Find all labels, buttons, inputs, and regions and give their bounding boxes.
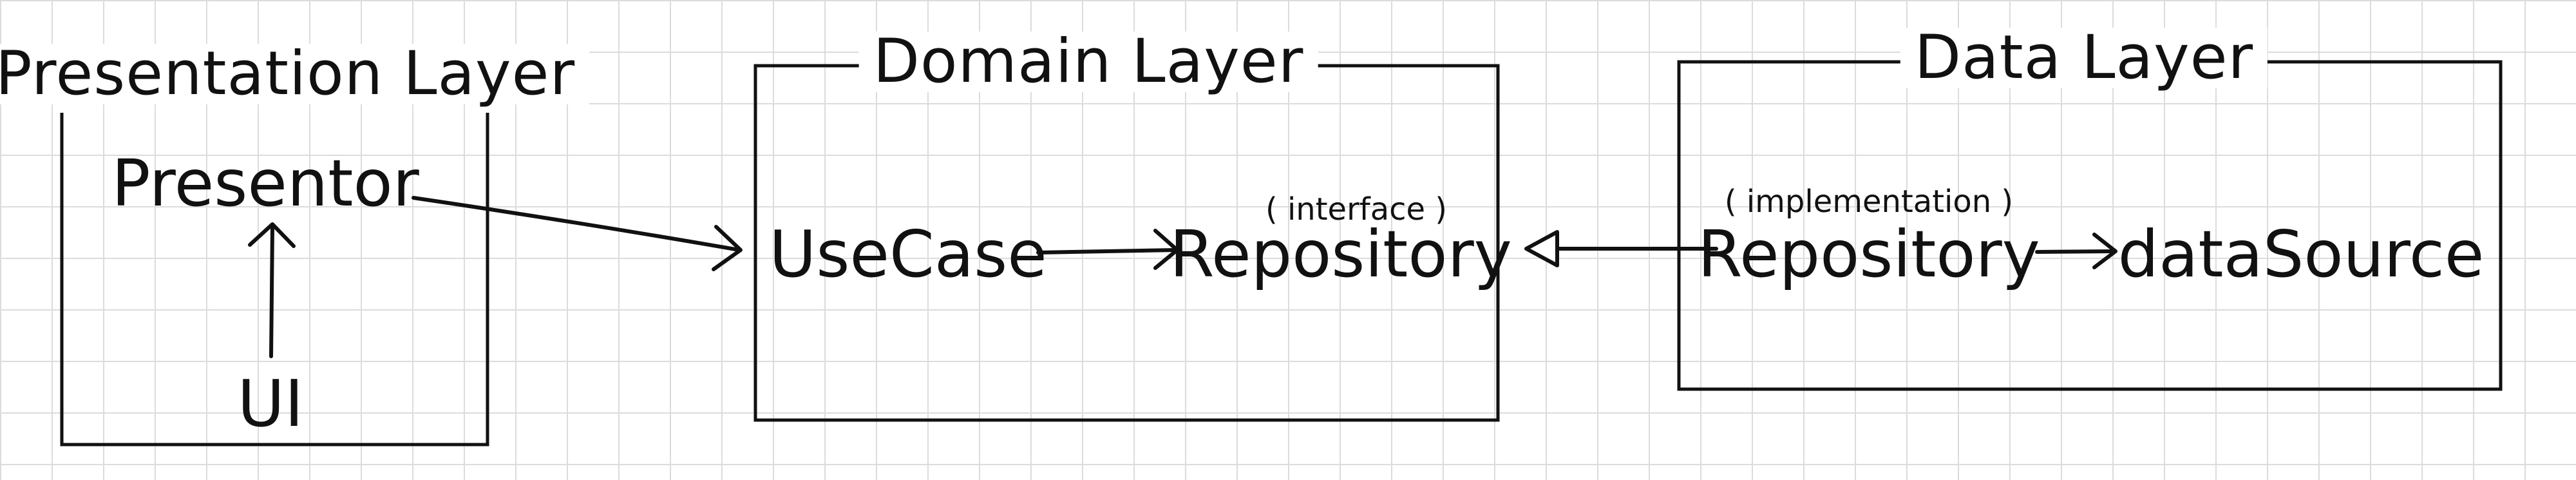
- presentation-layer-box: [60, 113, 489, 446]
- presentor-to-usecase-arrowhead: [712, 225, 743, 271]
- repository-to-datasource-arrowhead: [2092, 233, 2117, 269]
- implementation-to-interface-arrowhead: [1524, 230, 1559, 267]
- presentor-to-usecase-arrow-shaft: [412, 196, 741, 252]
- presentation-layer-title: Presentation Layer: [0, 44, 590, 104]
- datasource-node: dataSource: [2117, 216, 2485, 292]
- repository-implementation-note: ( implementation ): [1724, 184, 2014, 220]
- domain-layer-title: Domain Layer: [858, 32, 1318, 92]
- usecase-to-repository-arrow-shaft: [1036, 248, 1178, 254]
- repository-implementation-node: Repository: [1698, 216, 2040, 292]
- usecase-to-repository-arrowhead: [1153, 229, 1179, 270]
- repository-interface-note: ( interface ): [1265, 191, 1448, 227]
- data-layer-title: Data Layer: [1900, 28, 2268, 88]
- usecase-node: UseCase: [769, 216, 1047, 292]
- ui-to-presentor-arrowhead: [248, 222, 296, 248]
- repository-to-datasource-arrow-shaft: [2035, 249, 2116, 254]
- presentor-node: Presentor: [111, 146, 419, 221]
- ui-to-presentor-arrow-shaft: [269, 225, 274, 358]
- ui-node: UI: [237, 366, 304, 441]
- repository-interface-node: Repository: [1170, 216, 1512, 292]
